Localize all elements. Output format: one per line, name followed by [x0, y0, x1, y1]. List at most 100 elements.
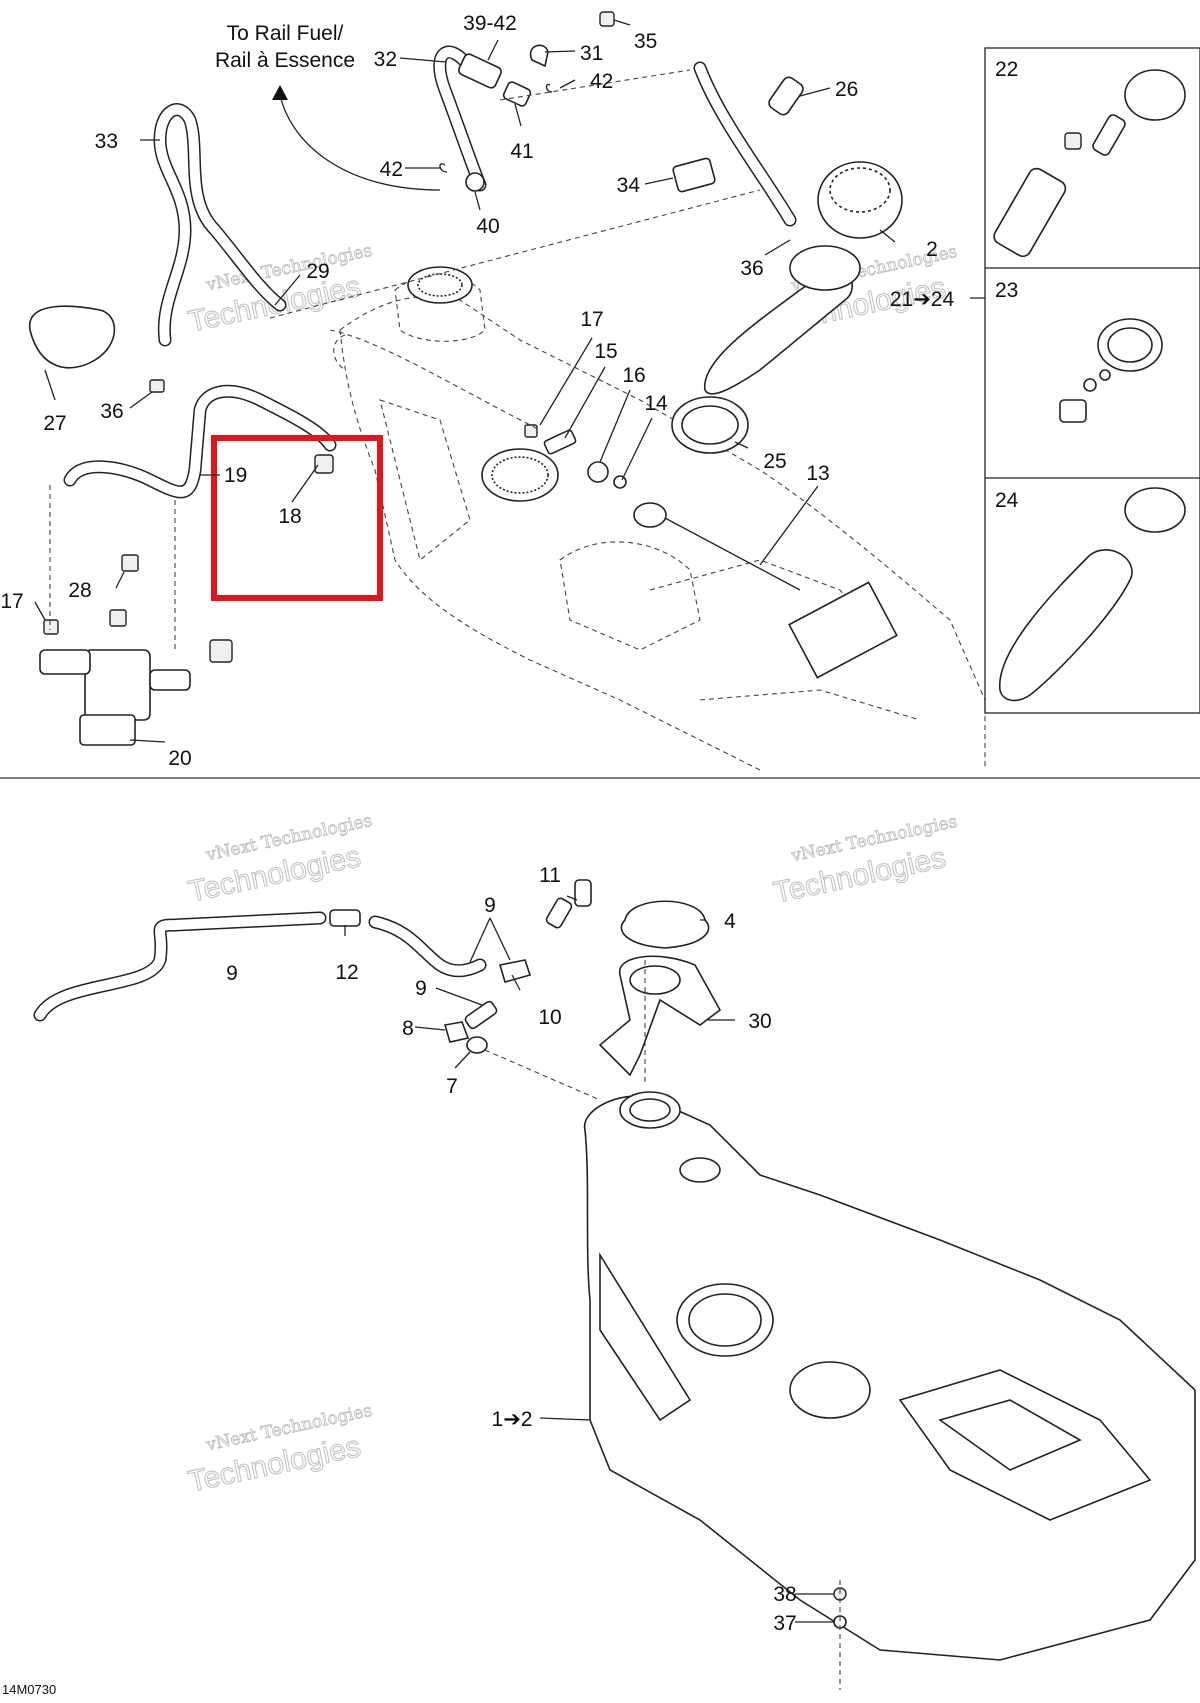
rail-note-line2: Rail à Essence — [215, 49, 355, 72]
figure-code: 14M0730 — [2, 1682, 56, 1697]
clip-42 — [545, 83, 553, 93]
highlight-box — [211, 435, 383, 601]
ghost-tank-outline — [339, 295, 986, 771]
tee-fitting-10 — [498, 959, 532, 983]
level-sender-rod — [649, 509, 801, 591]
clamp-36 — [149, 379, 165, 393]
tank-vent-neck — [679, 1157, 721, 1183]
bracket-30-hole — [629, 965, 681, 995]
callout-label: 28 — [68, 579, 91, 602]
callout-label: 7 — [446, 1075, 458, 1098]
rail-note-line1: To Rail Fuel/ — [227, 22, 344, 45]
inset-label: 24 — [995, 489, 1019, 512]
callout-label: 17 — [580, 308, 603, 331]
watermark: vNext Technologies Technologies — [185, 1400, 374, 1499]
hose-2-filler — [693, 61, 797, 227]
callout-label: 17 — [0, 590, 23, 613]
level-sender-cap — [633, 502, 667, 528]
pump-module-cap — [789, 245, 861, 291]
ghost-tank-ridges — [649, 559, 921, 721]
ghost-fuel-tank — [333, 266, 986, 771]
ghost-tank-side — [379, 399, 471, 561]
callout-label: 41 — [510, 140, 533, 163]
callout-label: 11 — [539, 864, 561, 887]
callout-label: 34 — [617, 174, 641, 197]
callout-label: 20 — [168, 747, 191, 770]
grommet-7 — [466, 1036, 488, 1054]
watermark: vNext Technologies Technologies — [185, 810, 374, 909]
fuel-pump-body — [84, 649, 151, 721]
inset-label: 22 — [995, 58, 1018, 81]
hose-clamp-40 — [465, 172, 485, 192]
tank-top-ridge-inner — [938, 1399, 1082, 1471]
callout-label: 8 — [402, 1017, 414, 1040]
watermark: vNext Technologies Technologies — [770, 811, 959, 910]
callout-label: 36 — [740, 257, 763, 280]
tank-filler-inner — [629, 1098, 671, 1122]
sender-opening — [789, 1361, 871, 1419]
pump-opening-inner — [688, 1293, 762, 1347]
lock-ring-teeth — [829, 167, 891, 213]
callout-label: 29 — [306, 260, 329, 283]
tube-9-lower — [464, 1000, 498, 1030]
vent-valve-11 — [574, 879, 592, 907]
inset-23-valve — [1059, 399, 1087, 423]
inset-label: 23 — [995, 279, 1018, 302]
ghost-tank-lip — [333, 334, 346, 371]
leader-lines — [34, 19, 985, 1623]
inset-22-pump — [993, 167, 1067, 258]
hose-9 — [33, 911, 487, 1022]
callout-label: 9 — [484, 894, 496, 917]
gasket-25-inner — [681, 405, 739, 445]
clip-42b — [439, 163, 448, 173]
pump-flange-ring-inner — [491, 456, 549, 494]
callouts-top: 39-42 35 31 32 42 26 33 42 41 34 40 29 3… — [0, 12, 954, 770]
inset-frame — [984, 47, 1200, 714]
inset-labels: 22 23 24 — [995, 58, 1019, 512]
inset-22-nut — [1064, 132, 1082, 150]
inset-panel — [984, 47, 1200, 714]
tank-side-panel — [599, 1252, 692, 1422]
elbow-8 — [443, 1021, 470, 1043]
check-valve-12 — [329, 909, 361, 927]
inset-22-seal — [1124, 69, 1186, 121]
callout-label: 30 — [748, 1010, 771, 1033]
nut-17b — [43, 619, 59, 635]
hose-19 — [63, 384, 337, 499]
rail-arrow — [279, 94, 441, 191]
pump-connector — [209, 639, 233, 663]
assembly-line — [269, 189, 761, 319]
callout-label: 1➔2 — [492, 1408, 533, 1431]
inset-24-seal — [1124, 487, 1186, 533]
hose-33 — [153, 103, 287, 347]
callout-label: 16 — [622, 364, 645, 387]
bolt-28b — [109, 609, 127, 627]
callout-label: 42 — [380, 158, 403, 181]
clip-14 — [613, 475, 627, 489]
hose-32 — [433, 45, 487, 192]
hose-clamp-31 — [529, 44, 549, 68]
coupling-18 — [314, 454, 334, 474]
ghost-tank-panel — [559, 541, 701, 651]
callout-label: 25 — [763, 450, 786, 473]
callout-label: 42 — [590, 70, 613, 93]
fuel-tank — [583, 1091, 1196, 1661]
callout-label: 32 — [374, 48, 397, 71]
callout-label: 18 — [278, 505, 301, 528]
callout-label: 36 — [100, 400, 123, 423]
tank-filler-thread — [417, 273, 463, 297]
fitting-15 — [543, 429, 577, 455]
tube-34 — [672, 157, 716, 193]
assembly-line — [329, 329, 541, 431]
o-ring-16 — [587, 461, 609, 483]
callout-label: 21➔24 — [890, 288, 955, 311]
fuel-rail-connector — [458, 53, 532, 107]
level-sender-float — [788, 581, 898, 679]
fuel-pump-outlet — [149, 669, 191, 691]
callout-label: 12 — [335, 961, 358, 984]
fuel-pump-base — [79, 714, 136, 746]
callout-label: 38 — [773, 1583, 796, 1606]
callout-label: 14 — [644, 392, 668, 415]
assembly-line — [484, 1049, 601, 1101]
